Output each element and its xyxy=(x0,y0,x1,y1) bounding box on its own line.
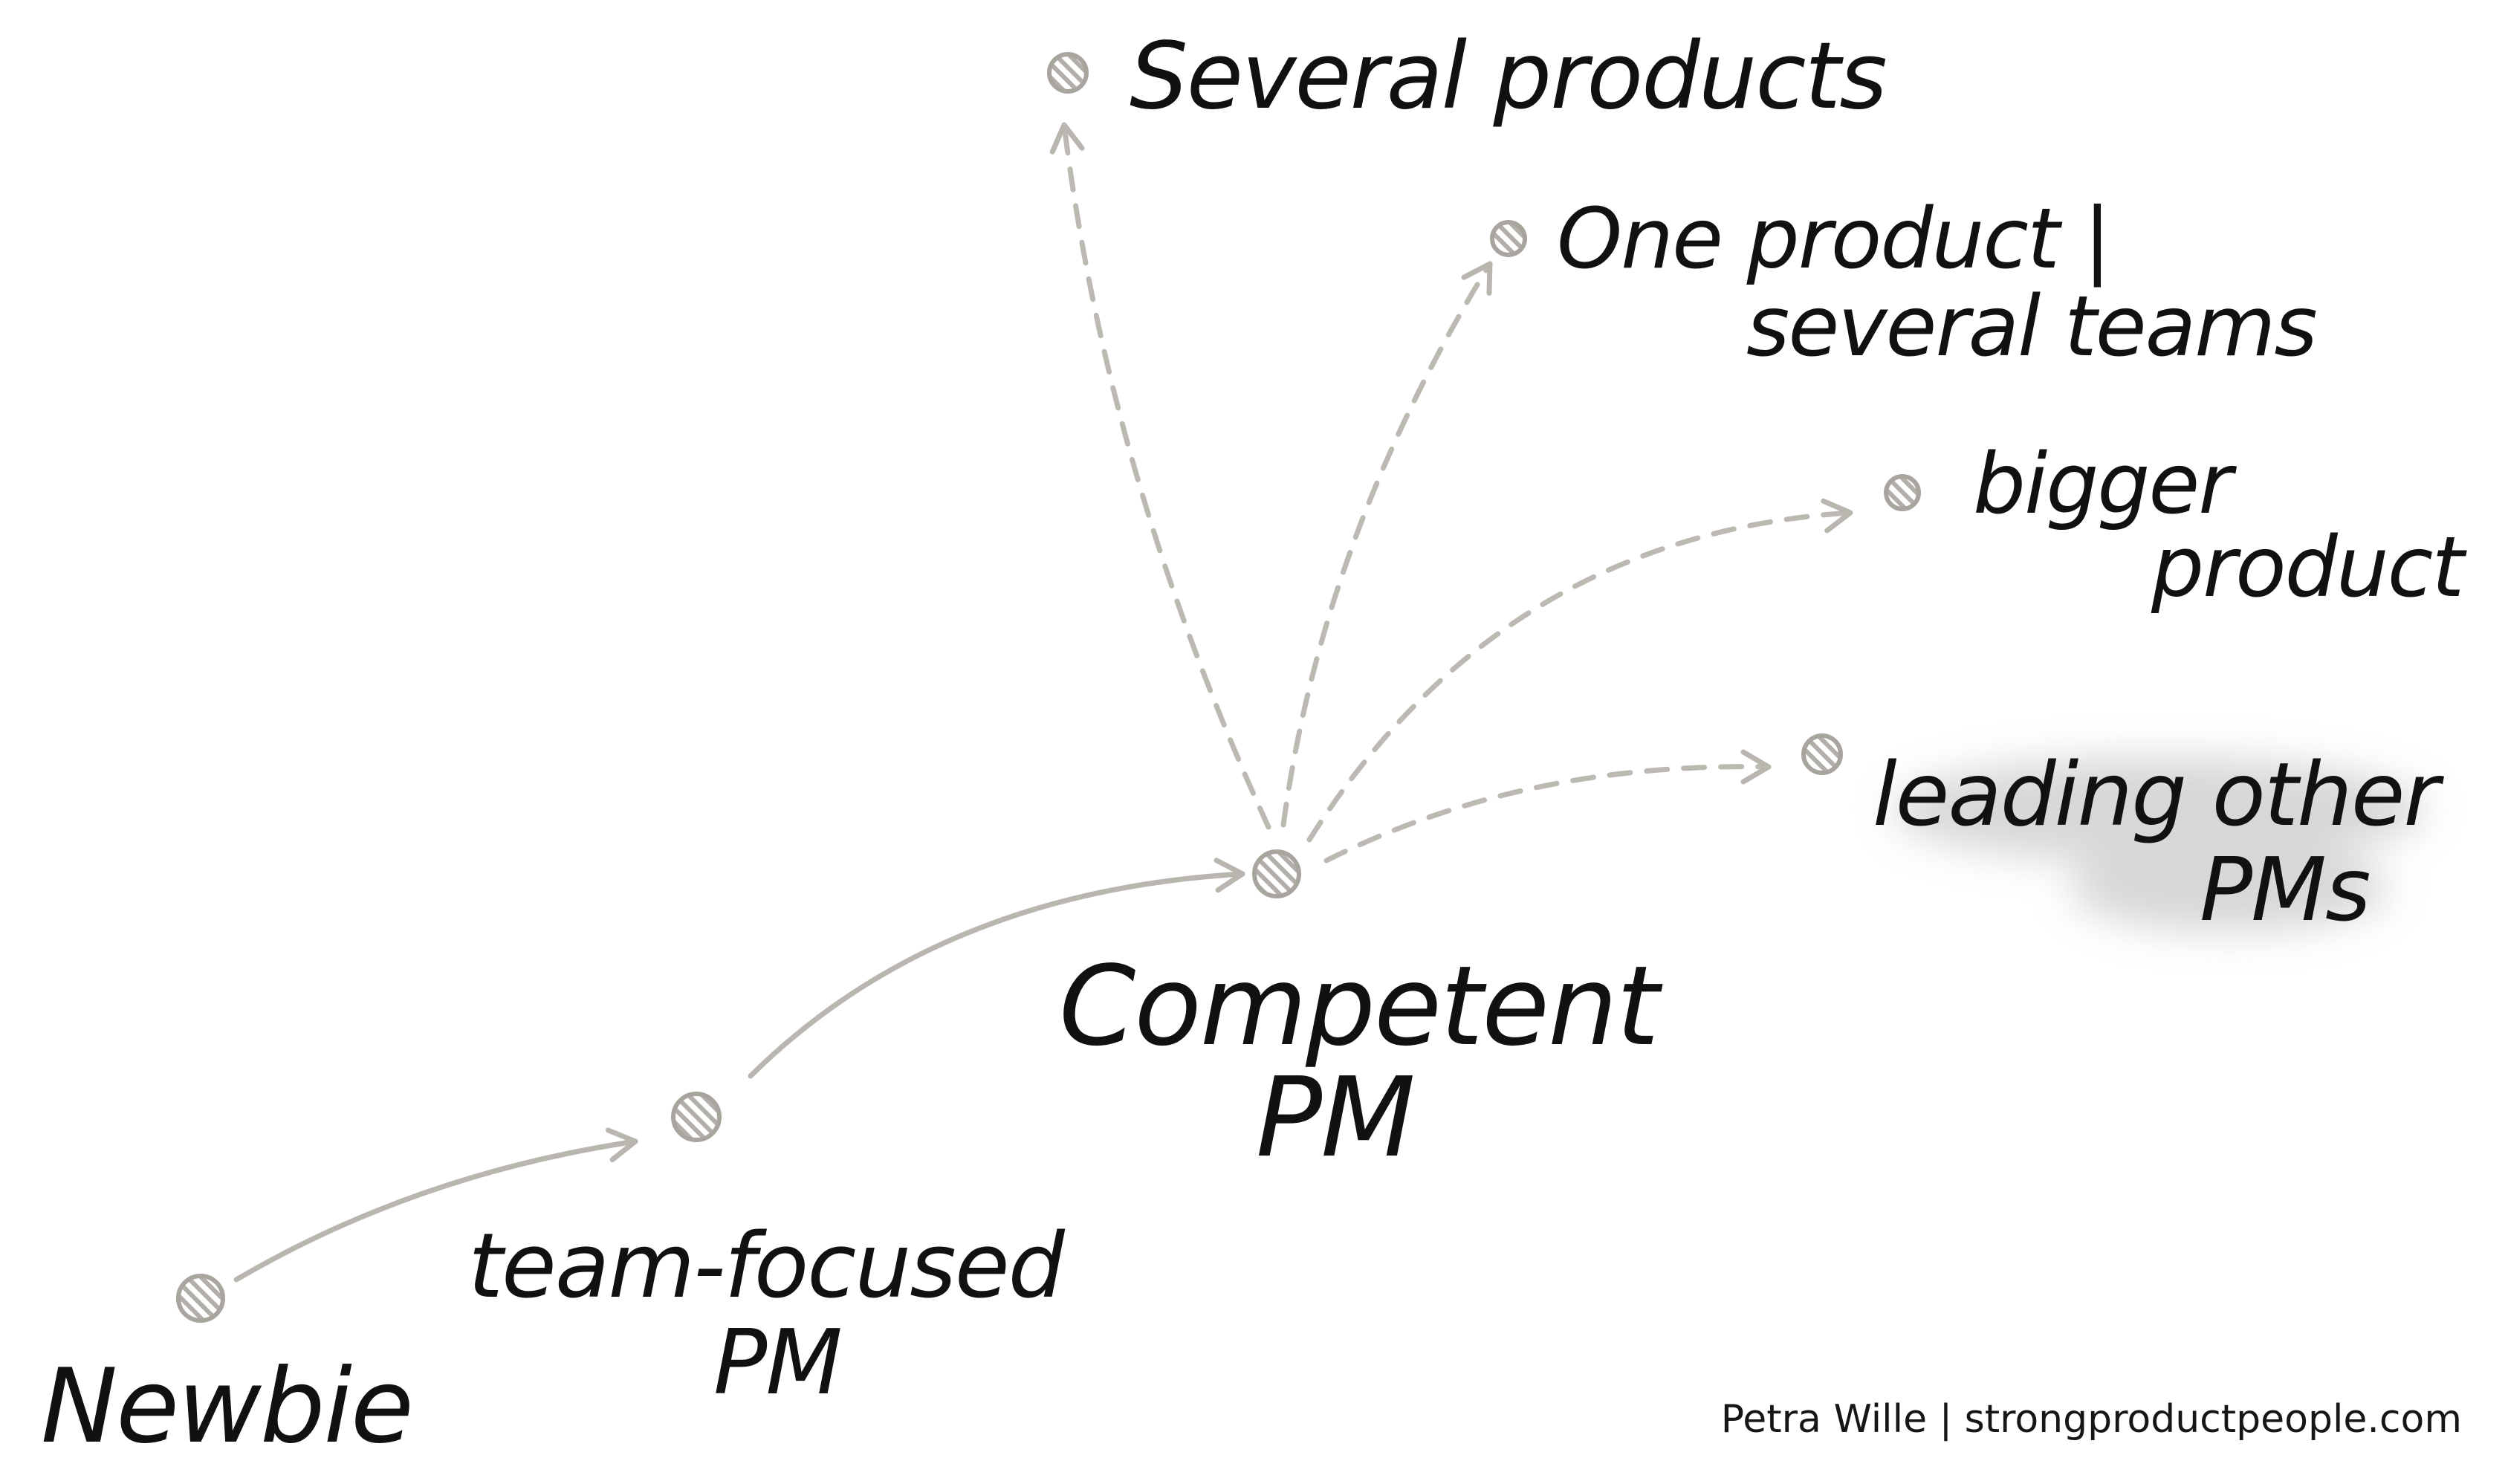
node-label-line: PM xyxy=(1256,1054,1414,1182)
node-label-several-products: Several products xyxy=(1130,23,1886,130)
node-dot-one-product-several-teams xyxy=(1490,220,1527,257)
arrowhead-icon xyxy=(1821,498,1853,534)
label-highlight-leading-other-pms xyxy=(1891,756,2426,933)
node-label-line: One product | xyxy=(1557,191,2110,288)
edge-team-focused-pm-to-competent-pm xyxy=(748,858,1245,1079)
node-label-line: leading other xyxy=(1873,743,2444,846)
arrowhead-icon xyxy=(1461,261,1493,296)
node-dot-leading-other-pms xyxy=(1801,733,1843,775)
edge-competent-pm-to-several-products xyxy=(1049,122,1271,830)
edge-layer xyxy=(233,122,1853,1283)
node-label-line: PMs xyxy=(2200,838,2369,941)
node-label-line: product xyxy=(2151,519,2467,616)
edge-newbie-to-team-focused-pm xyxy=(233,1127,638,1283)
edge-path xyxy=(233,1138,638,1283)
node-dot-several-products xyxy=(1047,52,1089,94)
node-label-line: Newbie xyxy=(41,1347,412,1466)
node-dot-team-focused-pm xyxy=(671,1092,722,1142)
node-dot-bigger-product xyxy=(1884,474,1921,511)
node-label-line: Competent xyxy=(1059,942,1663,1070)
node-label-newbie: Newbie xyxy=(41,1347,412,1466)
node-label-line: several teams xyxy=(1746,279,2316,375)
highlight-layer xyxy=(1891,756,2426,933)
arrowhead-icon xyxy=(1740,749,1772,785)
arrowhead-icon xyxy=(1214,858,1245,893)
edge-competent-pm-to-bigger-product xyxy=(1306,498,1853,843)
edge-path xyxy=(1306,510,1853,843)
edge-competent-pm-to-leading-other-pms xyxy=(1323,749,1772,863)
edge-path xyxy=(1280,261,1493,828)
highlight-blob xyxy=(1891,756,2426,863)
highlight-blob xyxy=(2070,843,2389,933)
node-dot-competent-pm xyxy=(1252,849,1301,898)
edge-path xyxy=(1061,122,1271,830)
node-label-line: PM xyxy=(713,1312,841,1415)
edge-path xyxy=(748,871,1245,1079)
node-layer xyxy=(176,52,1921,1323)
node-label-one-product-several-teams: One product |several teams xyxy=(1557,191,2316,375)
edge-path xyxy=(1323,764,1772,863)
node-label-line: bigger xyxy=(1973,436,2237,533)
edge-competent-pm-to-one-product-several-teams xyxy=(1280,261,1493,828)
credit-text: Petra Wille | strongproductpeople.com xyxy=(1720,1397,2462,1442)
arrowhead-icon xyxy=(1049,122,1085,155)
node-dot-newbie xyxy=(176,1274,225,1323)
arrowhead-icon xyxy=(606,1127,638,1163)
node-label-line: team-focused xyxy=(468,1215,1066,1318)
node-label-line: Several products xyxy=(1130,23,1886,130)
